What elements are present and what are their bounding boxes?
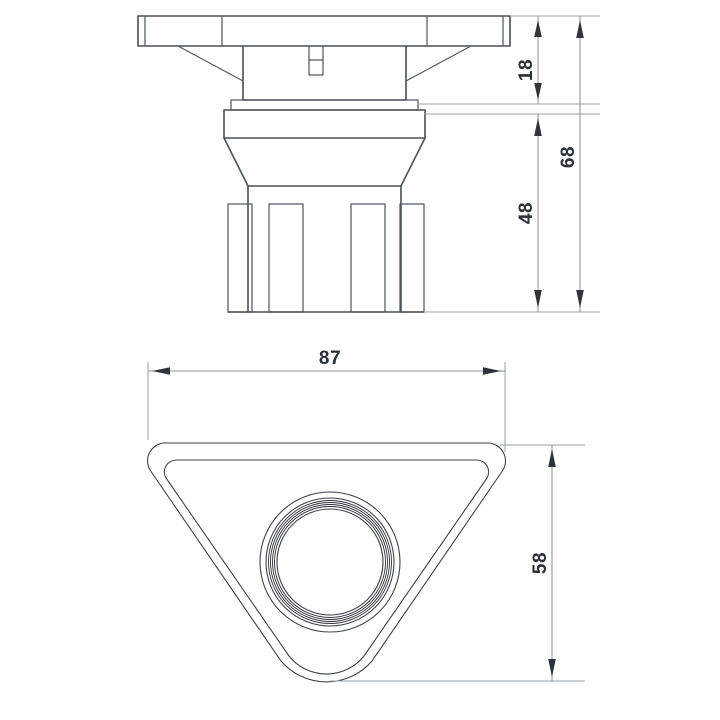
dimension-58: 58 bbox=[530, 445, 556, 681]
front-view-extension-lines bbox=[418, 15, 600, 313]
triangle-plate-inner bbox=[163, 459, 490, 675]
support-gussets bbox=[177, 45, 472, 82]
bottom-fins bbox=[227, 203, 425, 313]
top-plate bbox=[137, 15, 511, 47]
bottom-plan-view: 87 bbox=[147, 348, 585, 683]
barrel-body bbox=[247, 185, 402, 313]
intermediate-ring bbox=[230, 99, 419, 111]
bore-circles bbox=[259, 491, 401, 633]
dimension-18-label: 18 bbox=[516, 59, 537, 81]
center-notch bbox=[308, 45, 324, 76]
front-elevation-view: 18 48 68 bbox=[137, 15, 600, 313]
plan-view-extension-lines bbox=[330, 444, 585, 682]
dimension-68: 68 bbox=[558, 16, 584, 312]
dimension-48-label: 48 bbox=[516, 202, 537, 224]
dimension-48: 48 bbox=[516, 114, 542, 312]
dimension-87: 87 bbox=[147, 348, 506, 452]
collar-flange bbox=[223, 109, 426, 139]
dimension-68-label: 68 bbox=[558, 146, 579, 168]
collar-chamfer bbox=[223, 137, 426, 187]
body-block bbox=[242, 45, 407, 101]
dimension-58-label: 58 bbox=[530, 552, 551, 574]
dimension-87-label: 87 bbox=[319, 348, 341, 369]
triangle-plate-outer bbox=[147, 442, 506, 683]
dimension-18: 18 bbox=[516, 16, 542, 104]
